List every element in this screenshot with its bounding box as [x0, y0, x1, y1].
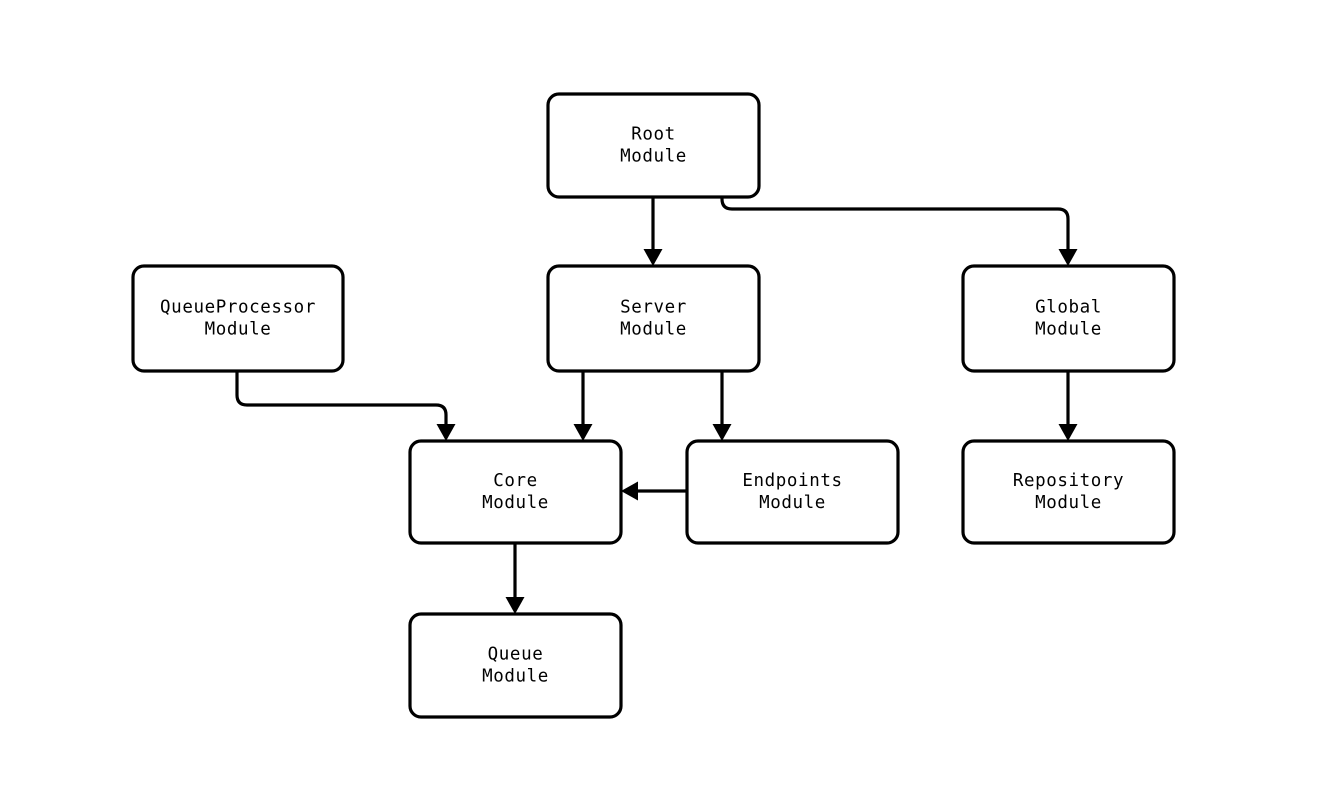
edge-global-to-repository: [1058, 371, 1078, 441]
arrow-head: [1058, 424, 1078, 441]
edge-server-to-endpoints: [712, 371, 732, 441]
arrow-head: [436, 424, 456, 441]
node-label-secondary: Module: [620, 147, 687, 167]
edge-queueprocessor-to-core: [235, 371, 456, 441]
node-label-secondary: Module: [482, 667, 549, 687]
node-box[interactable]: [131, 264, 345, 373]
node-label-primary: QueueProcessor: [160, 298, 316, 318]
node-label-primary: Endpoints: [742, 471, 842, 491]
node-label-primary: Queue: [488, 645, 544, 665]
node-label-secondary: Module: [759, 493, 826, 513]
edge-endpoints-to-core: [621, 481, 687, 501]
edges-layer: [235, 197, 1078, 614]
node-label-secondary: Module: [1035, 320, 1102, 340]
node-box[interactable]: [408, 439, 623, 545]
node-label-secondary: Module: [205, 320, 272, 340]
arrow-head: [505, 597, 525, 614]
node-label-primary: Core: [493, 471, 538, 491]
nodes-layer: RootModuleQueueProcessorModuleServerModu…: [131, 92, 1176, 719]
node-box[interactable]: [546, 92, 761, 199]
arrow-head: [1058, 249, 1078, 266]
node-box[interactable]: [961, 439, 1176, 545]
edge-line: [235, 371, 448, 425]
node-label-secondary: Module: [1035, 493, 1102, 513]
edge-root-to-server: [643, 197, 663, 266]
edge-core-to-queue: [505, 543, 525, 614]
edge-line: [720, 197, 1070, 250]
arrow-head: [573, 424, 593, 441]
edge-server-to-core: [573, 371, 593, 441]
node-label-secondary: Module: [482, 493, 549, 513]
node-label-secondary: Module: [620, 320, 687, 340]
node-label-primary: Root: [631, 125, 676, 145]
node-box[interactable]: [961, 264, 1176, 373]
arrow-head: [712, 424, 732, 441]
node-label-primary: Repository: [1013, 471, 1124, 491]
node-box[interactable]: [546, 264, 761, 373]
arrow-head: [621, 481, 638, 501]
edge-root-to-global: [720, 197, 1078, 266]
node-box[interactable]: [408, 612, 623, 719]
node-label-primary: Global: [1035, 298, 1102, 318]
arrow-head: [643, 249, 663, 266]
node-box[interactable]: [685, 439, 900, 545]
node-label-primary: Server: [620, 298, 687, 318]
